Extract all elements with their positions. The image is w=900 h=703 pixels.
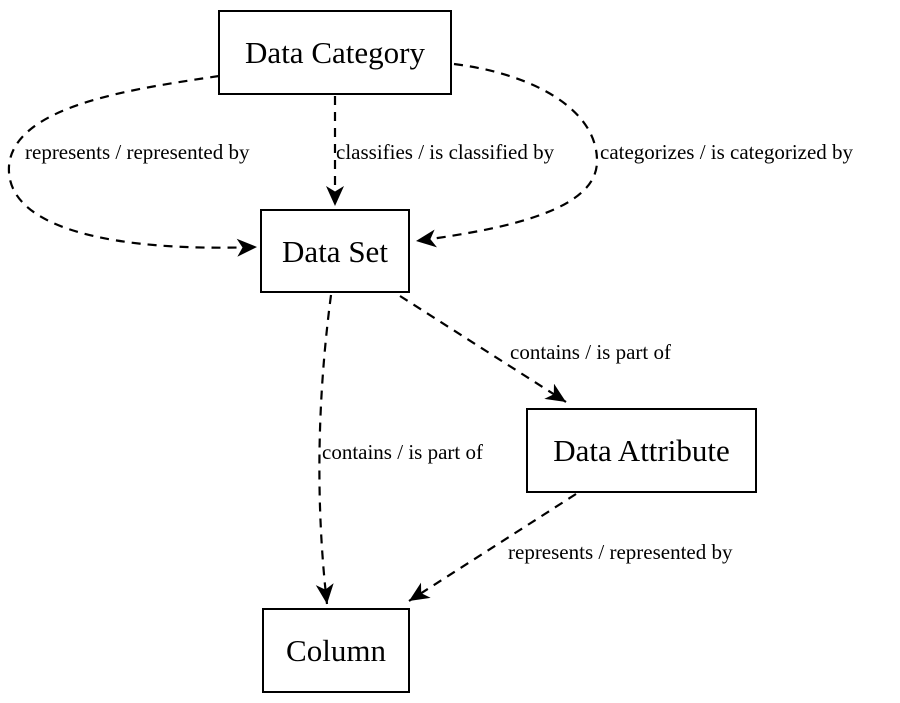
node-data-category: Data Category — [218, 10, 452, 95]
node-data-category-label: Data Category — [245, 35, 425, 70]
edge-label-categorizes: categorizes / is categorized by — [600, 139, 854, 164]
node-data-attribute-label: Data Attribute — [553, 433, 730, 468]
edge-label-contains-attribute: contains / is part of — [510, 339, 671, 364]
edge-categorizes-right-arc — [415, 62, 599, 248]
edge-label-contains-column: contains / is part of — [322, 439, 483, 464]
edge-contains-dataset-attribute — [399, 295, 567, 403]
node-data-set: Data Set — [260, 209, 410, 293]
node-data-attribute: Data Attribute — [526, 408, 757, 493]
edge-label-classifies: classifies / is classified by — [336, 139, 555, 164]
node-data-set-label: Data Set — [282, 233, 388, 269]
edge-label-represents-column: represents / represented by — [508, 539, 733, 564]
edge-represents-attribute-column — [408, 493, 577, 602]
node-column: Column — [262, 608, 410, 693]
node-column-label: Column — [286, 633, 386, 668]
edge-label-represents-left: represents / represented by — [25, 139, 250, 164]
edge-represents-left-arc — [7, 74, 258, 257]
